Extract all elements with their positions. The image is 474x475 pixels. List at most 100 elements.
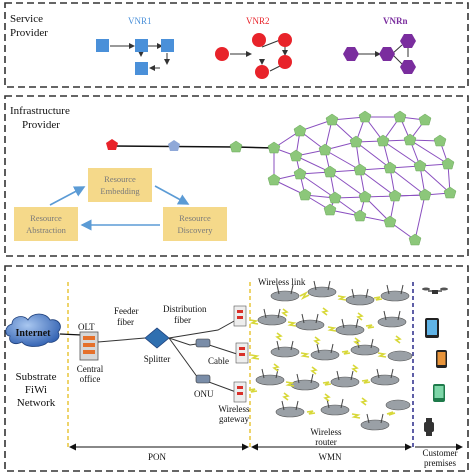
router-icon: [350, 344, 380, 356]
service-title-line2: Provider: [10, 27, 48, 39]
substrate-node: [383, 215, 397, 228]
substrate-node: [325, 113, 339, 126]
service-title-line1: Service: [10, 13, 43, 25]
substrate-node: [408, 233, 422, 246]
router-icon: [360, 419, 390, 431]
internet-label: Internet: [16, 328, 52, 339]
wireless-gateway: [235, 342, 249, 364]
wireless-router-line1: Wireless: [310, 427, 342, 437]
substrate-node: [293, 124, 307, 137]
substrate-node: [349, 135, 363, 148]
substrate-line3: Network: [17, 397, 56, 409]
substrate-node: [328, 191, 342, 204]
substrate-node: [229, 140, 243, 153]
onu-devices: [195, 338, 211, 384]
distribution-fiber-line2: fiber: [174, 315, 191, 325]
resource-discovery-line1: Resource: [179, 213, 211, 223]
substrate-node: [418, 188, 432, 201]
onu-icon: [195, 374, 211, 384]
vnr2-node: [278, 33, 292, 47]
router-icon: [370, 374, 400, 386]
infrastructure-provider-panel: Infrastructure Provider: [4, 95, 469, 257]
vnr1-node: [96, 39, 109, 52]
resource-abstraction-box: [14, 207, 78, 241]
substrate-node: [267, 141, 281, 154]
vnrn-node: [400, 34, 416, 48]
olt-label: OLT: [78, 322, 95, 332]
internet-cloud: Internet: [5, 313, 61, 347]
vnrn-graph: VNRn: [343, 16, 416, 74]
router-icon: [290, 379, 320, 391]
substrate-line2: FiWi: [25, 384, 47, 396]
wireless-link-label: Wireless link: [258, 277, 306, 287]
router-icon: [385, 399, 411, 411]
router-icon: [307, 286, 337, 298]
router-icon: [330, 376, 360, 388]
resource-embedding-box: [88, 168, 152, 202]
substrate-node: [298, 188, 312, 201]
resource-discovery-box: [163, 207, 227, 241]
wmn-label: WMN: [319, 452, 342, 462]
vnrn-node: [379, 47, 395, 61]
router-icon: [270, 346, 300, 358]
vnr2-graph: VNR2: [215, 16, 292, 79]
distribution-fiber-line1: Distribution: [163, 304, 207, 314]
vnr1-node: [161, 39, 174, 52]
infra-title-line2: Provider: [22, 119, 60, 131]
infra-title-line1: Infrastructure: [10, 105, 70, 117]
substrate-node: [418, 113, 432, 126]
substrate-node: [293, 167, 307, 180]
substrate-node: [289, 149, 303, 162]
olt-device: OLT Central office: [77, 322, 104, 384]
feeder-fiber-line1: Feeder: [114, 306, 139, 316]
wireless-gateways: [233, 305, 249, 403]
router-icon: [380, 290, 410, 302]
substrate-node: [403, 133, 417, 146]
smartwatch-icon: [424, 418, 434, 436]
vnr2-node: [215, 47, 229, 61]
wireless-gateway: [233, 305, 247, 327]
vnr2-label: VNR2: [246, 16, 270, 26]
substrate-node-blue: [168, 140, 180, 151]
substrate-node: [358, 190, 372, 203]
onu-icon: [195, 338, 211, 348]
vnr2-node: [278, 55, 292, 69]
cable-label: Cable: [208, 356, 229, 366]
resource-discovery-line2: Discovery: [178, 225, 214, 235]
router-icon: [270, 290, 300, 302]
splitter-label: Splitter: [144, 354, 171, 364]
vnrn-label: VNRn: [383, 16, 408, 26]
onu-label: ONU: [194, 389, 214, 399]
splitter: Splitter: [144, 327, 171, 364]
infra-panel-border: [4, 95, 469, 257]
wireless-gateway-line1: Wireless: [218, 404, 250, 414]
router-icon: [257, 314, 287, 326]
vnr1-node: [135, 39, 148, 52]
vnr1-graph: VNR1: [96, 16, 174, 75]
vnr2-node: [252, 33, 266, 47]
wireless-gateway-line2: gateway: [219, 414, 249, 424]
substrate-node: [376, 134, 390, 147]
substrate-node: [323, 203, 337, 216]
central-office-line2: office: [80, 374, 101, 384]
smartphone-icon: [436, 350, 447, 368]
substrate-node: [353, 209, 367, 222]
splitter-icon: [144, 327, 170, 349]
substrate-fiwi-panel: Internet Substrate FiWi Network OLT Cent…: [4, 265, 469, 472]
substrate-node: [441, 157, 455, 170]
router-icon: [255, 374, 285, 386]
router-icon: [387, 350, 413, 362]
resource-cycle: Resource Embedding Resource Abstraction …: [14, 168, 227, 241]
resource-abstraction-line1: Resource: [30, 213, 62, 223]
router-icon: [320, 404, 350, 416]
vnr1-node: [135, 62, 148, 75]
substrate-node: [433, 134, 447, 147]
router-icon: [310, 349, 340, 361]
vnr1-label: VNR1: [128, 16, 152, 26]
router-icon: [275, 406, 305, 418]
customer-premises-line1: Customer: [423, 448, 458, 458]
resource-embedding-line2: Embedding: [100, 186, 140, 196]
substrate-line1: Substrate: [16, 371, 57, 383]
service-panel-border: [4, 2, 469, 88]
fiwi-panel-border: [4, 265, 469, 472]
